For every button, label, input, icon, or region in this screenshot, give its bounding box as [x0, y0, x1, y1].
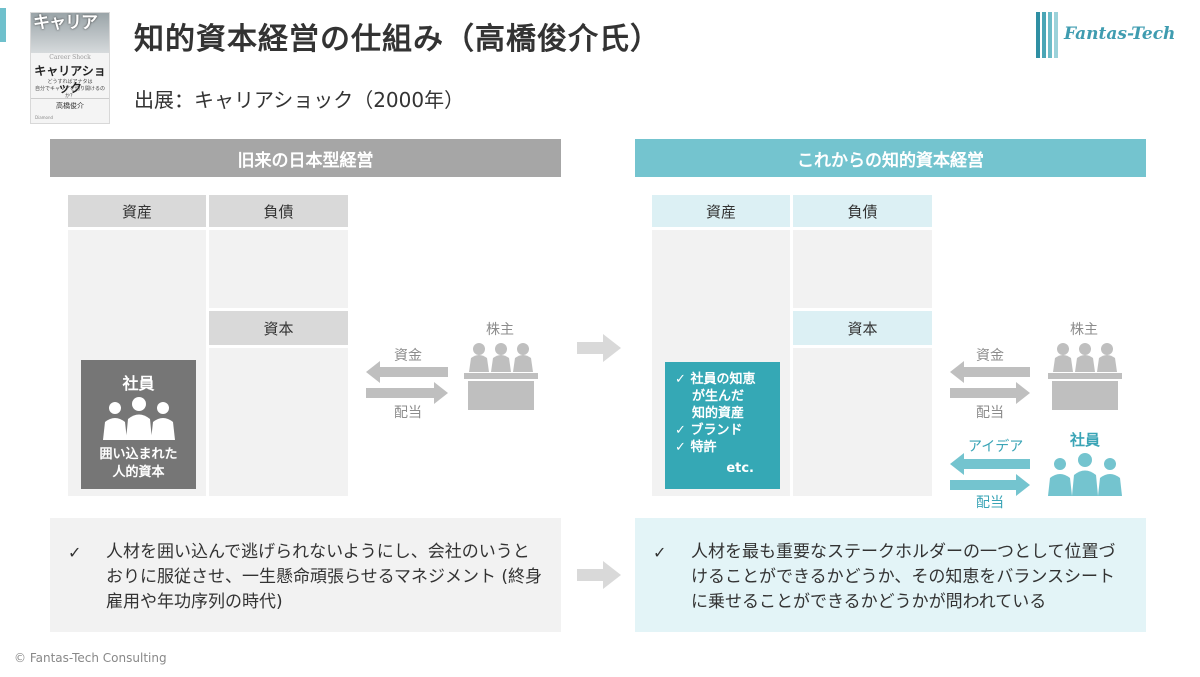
- transition-arrow-right-icon: [577, 561, 621, 589]
- new-bs-capital-header: 資本: [793, 311, 932, 345]
- new-model-note: ✓ 人材を最も重要なステークホルダーの一つとして位置づけることができるかどうか、…: [635, 518, 1146, 632]
- assets-item-text: 社員の知恵: [690, 372, 756, 387]
- page-title: 知的資本経営の仕組み（高橋俊介氏）: [134, 22, 661, 57]
- page-source: 出展：キャリアショック（2000年）: [134, 88, 465, 112]
- old-employee-caption: 囲い込まれた 人的資本: [81, 446, 196, 482]
- assets-etc: etc.: [726, 461, 754, 476]
- assets-item-text: ブランド: [690, 423, 743, 438]
- check-icon: ✓: [675, 440, 686, 455]
- book-publisher: Diamond: [35, 115, 54, 120]
- new-intellectual-assets-box: ✓ 社員の知恵 が生んだ 知的資産 ✓ ブランド ✓ 特許 etc.: [665, 362, 780, 489]
- assets-item-cont: が生んだ: [692, 389, 745, 404]
- assets-item: ✓ 特許: [675, 439, 780, 456]
- old-bs-capital-body: [209, 348, 348, 496]
- old-shareholder-label: 株主: [486, 322, 514, 338]
- new-bs-liabilities-header: 負債: [793, 195, 932, 227]
- book-title-top: キャリア: [33, 13, 98, 33]
- old-bs-liabilities-header: 負債: [209, 195, 348, 227]
- old-dividend-label: 配当: [394, 405, 422, 421]
- old-capital-label: 資金: [394, 348, 422, 364]
- copyright-footer: © Fantas-Tech Consulting: [14, 651, 167, 665]
- old-employee-title: 社員: [122, 374, 155, 393]
- new-capital-arrow-left-icon: [950, 361, 1030, 383]
- book-subtitle-2: 自分でキャリアを切り開けるのか？: [34, 86, 105, 99]
- old-employee-box: 社員 囲い込まれた 人的資本: [81, 360, 196, 489]
- assets-item-cont: 知的資産: [692, 406, 745, 421]
- logo-text: Fantas-Tech: [1064, 24, 1176, 44]
- employees-group-icon: [103, 397, 175, 440]
- check-icon: ✓: [675, 372, 686, 387]
- old-bs-liabilities-body: [209, 230, 348, 308]
- idea-arrow-left-icon: [950, 453, 1030, 475]
- new-capital-label: 資金: [976, 348, 1004, 364]
- book-author: 高橋俊介: [31, 98, 109, 111]
- old-capital-arrow-left-icon: [366, 361, 448, 383]
- book-title-jp: キャリアショック: [34, 64, 106, 95]
- logo-stripes-icon: [1036, 12, 1060, 58]
- employee-dividend-arrow-right-icon: [950, 474, 1030, 496]
- shareholders-meeting-icon: [464, 343, 538, 410]
- company-logo: Fantas-Tech: [1036, 12, 1176, 58]
- new-bs-liabilities-body: [793, 230, 932, 308]
- check-icon: ✓: [653, 543, 667, 562]
- assets-item-text: 特許: [690, 440, 717, 455]
- check-icon: ✓: [68, 543, 82, 562]
- transition-arrow-right-icon: [577, 334, 621, 362]
- book-cover-image: キャリア Career Shock キャリアショック どうすればアナタは 自分で…: [30, 12, 110, 124]
- new-model-header: これからの知的資本経営: [635, 139, 1146, 177]
- old-bs-capital-header: 資本: [209, 311, 348, 345]
- new-dividend-label: 配当: [976, 405, 1004, 421]
- new-bs-capital-body: [793, 348, 932, 496]
- new-model-note-text: 人材を最も重要なステークホルダーの一つとして位置づけることができるかどうか、その…: [691, 542, 1116, 612]
- book-title-en: Career Shock: [49, 54, 91, 61]
- employee-dividend-label: 配当: [976, 495, 1004, 511]
- old-model-note: ✓ 人材を囲い込んで逃げられないようにし、会社のいうとおりに服従させ、一生懸命頑…: [50, 518, 561, 632]
- new-bs-assets-header: 資産: [652, 195, 790, 227]
- book-cover-photo: [31, 13, 109, 53]
- assets-item: ✓ ブランド: [675, 422, 780, 439]
- old-employee-caption-1: 囲い込まれた: [99, 447, 178, 462]
- old-employee-caption-2: 人的資本: [112, 465, 165, 480]
- old-model-header: 旧来の日本型経営: [50, 139, 561, 177]
- old-model-note-text: 人材を囲い込んで逃げられないようにし、会社のいうとおりに服従させ、一生懸命頑張ら…: [106, 542, 543, 612]
- new-dividend-arrow-right-icon: [950, 382, 1030, 404]
- old-bs-assets-header: 資産: [68, 195, 206, 227]
- shareholders-meeting-icon: [1048, 343, 1122, 410]
- old-dividend-arrow-right-icon: [366, 382, 448, 404]
- employees-group-icon: [1048, 453, 1122, 496]
- new-shareholder-label: 株主: [1070, 322, 1098, 338]
- book-subtitle-1: どうすればアナタは: [47, 79, 93, 85]
- assets-item: ✓ 社員の知恵: [675, 371, 780, 388]
- accent-bar: [0, 8, 6, 42]
- check-icon: ✓: [675, 423, 686, 438]
- new-employee-label: 社員: [1070, 431, 1101, 449]
- idea-label: アイデア: [968, 439, 1024, 455]
- book-subtitle: どうすればアナタは 自分でキャリアを切り開けるのか？: [31, 79, 109, 100]
